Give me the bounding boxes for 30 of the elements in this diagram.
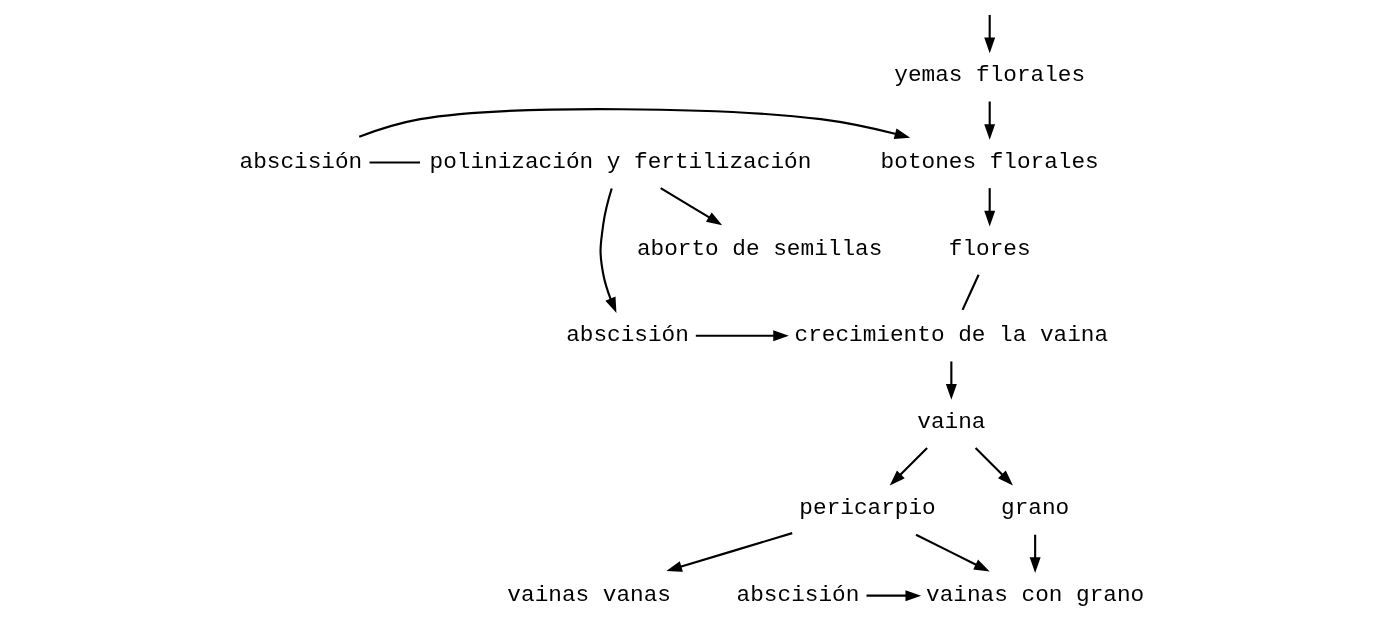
node-text: vainas con grano xyxy=(926,582,1145,609)
node-text: crecimiento de la vaina xyxy=(794,322,1109,349)
node-text: abscisión xyxy=(736,582,860,609)
arrow xyxy=(358,108,911,140)
node-text: pericarpio xyxy=(799,495,936,522)
arrow xyxy=(984,14,996,54)
node-text: polinización y fertilización xyxy=(429,148,812,175)
arrow xyxy=(660,187,723,226)
arrow xyxy=(984,101,996,140)
arrow xyxy=(1029,534,1041,573)
node-text: abscisión xyxy=(239,148,363,175)
arrow xyxy=(945,361,957,400)
connector xyxy=(369,161,420,164)
arrow xyxy=(695,330,789,342)
node-text: botones florales xyxy=(880,148,1099,175)
node-text: flores xyxy=(948,235,1031,262)
arrow xyxy=(666,532,793,572)
connector xyxy=(961,274,980,311)
arrow xyxy=(974,447,1013,486)
node-text: aborto de semillas xyxy=(636,235,883,262)
arrow xyxy=(984,188,996,227)
node-text: yemas florales xyxy=(894,62,1086,89)
arrow xyxy=(915,533,990,572)
arrow xyxy=(866,590,922,602)
node-text: abscisión xyxy=(566,322,689,349)
arrow xyxy=(599,188,617,313)
node-text: vaina xyxy=(917,408,986,435)
node-text: vainas vanas xyxy=(507,582,671,609)
arrow xyxy=(889,447,928,486)
node-text: grano xyxy=(1001,495,1070,522)
